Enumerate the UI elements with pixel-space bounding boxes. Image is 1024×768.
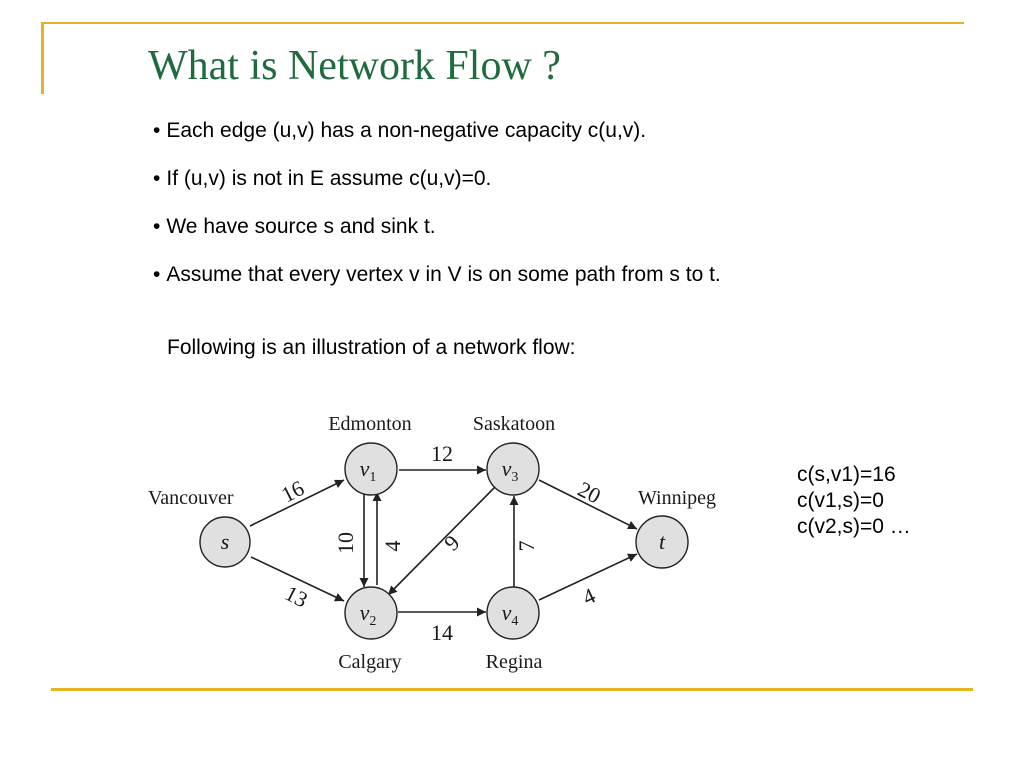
vertex-label-s: s (221, 529, 230, 554)
bullet-text: If (u,v) is not in E assume c(u,v)=0. (166, 167, 492, 190)
bullet-item: •Assume that every vertex v in V is on s… (153, 262, 721, 288)
capacity-note: c(s,v1)=16 (797, 463, 896, 486)
capacity-note: c(v1,s)=0 (797, 489, 884, 512)
frame-bottom-line (51, 688, 973, 691)
vertex-v1 (344, 442, 398, 496)
city-label-vancouver: Vancouver (148, 487, 234, 509)
vertex-v4 (486, 586, 540, 640)
capacity-label-v1-v2: 10 (333, 532, 358, 554)
illustration-caption: Following is an illustration of a networ… (167, 336, 576, 359)
city-label-regina: Regina (486, 651, 543, 673)
bullet-marker: • (153, 215, 161, 238)
city-label-saskatoon: Saskatoon (473, 413, 555, 435)
edge-s-v2 (250, 556, 345, 602)
city-label-winnipeg: Winnipeg (638, 487, 716, 509)
capacity-label-v3-t: 20 (574, 476, 605, 508)
vertex-s (199, 516, 251, 568)
vertex-label-v4: v4 (502, 600, 519, 629)
frame-left-line (41, 22, 44, 94)
network-flow-diagram: s v1 v2 v3 v4 t Vancouver Edmonton Saska… (148, 413, 716, 673)
capacity-label-v1-v3: 12 (431, 441, 453, 466)
capacity-label-v4-v3: 7 (514, 541, 539, 552)
vertex-label-v2: v2 (360, 600, 377, 629)
city-label-calgary: Calgary (338, 651, 401, 673)
bullet-marker: • (153, 263, 161, 286)
edge-v3-v2 (387, 486, 496, 596)
bullet-marker: • (153, 167, 161, 190)
capacity-label-v4-t: 4 (579, 583, 600, 610)
vertex-t (635, 515, 689, 569)
bullet-marker: • (153, 119, 161, 142)
slide-title: What is Network Flow ? (148, 43, 561, 89)
capacity-label-s-v1: 16 (277, 475, 308, 507)
bullet-list: •Each edge (u,v) has a non-negative capa… (153, 118, 721, 310)
capacity-notes: c(s,v1)=16 c(v1,s)=0 c(v2,s)=0 … (797, 462, 911, 540)
edge-v3-t (538, 479, 638, 530)
vertex-label-v3: v3 (502, 456, 519, 485)
capacity-note: c(v2,s)=0 … (797, 515, 911, 538)
bullet-item: •If (u,v) is not in E assume c(u,v)=0. (153, 166, 721, 192)
vertex-label-v1: v1 (360, 456, 377, 485)
vertex-v2 (344, 586, 398, 640)
bullet-item: •We have source s and sink t. (153, 214, 721, 240)
edge-s-v1 (249, 479, 345, 527)
capacity-label-v2-v4: 14 (431, 620, 453, 645)
vertex-v3 (486, 442, 540, 496)
edge-v4-t (538, 553, 638, 601)
city-label-edmonton: Edmonton (328, 413, 411, 435)
vertex-label-t: t (659, 529, 666, 554)
capacity-label-v3-v2: 9 (439, 530, 464, 555)
capacity-label-s-v2: 13 (281, 580, 312, 612)
frame-top-line (41, 22, 964, 24)
bullet-text: We have source s and sink t. (166, 215, 436, 238)
bullet-text: Each edge (u,v) has a non-negative capac… (166, 119, 647, 142)
capacity-label-v2-v1: 4 (380, 541, 405, 552)
bullet-item: •Each edge (u,v) has a non-negative capa… (153, 118, 721, 144)
bullet-text: Assume that every vertex v in V is on so… (166, 263, 721, 286)
